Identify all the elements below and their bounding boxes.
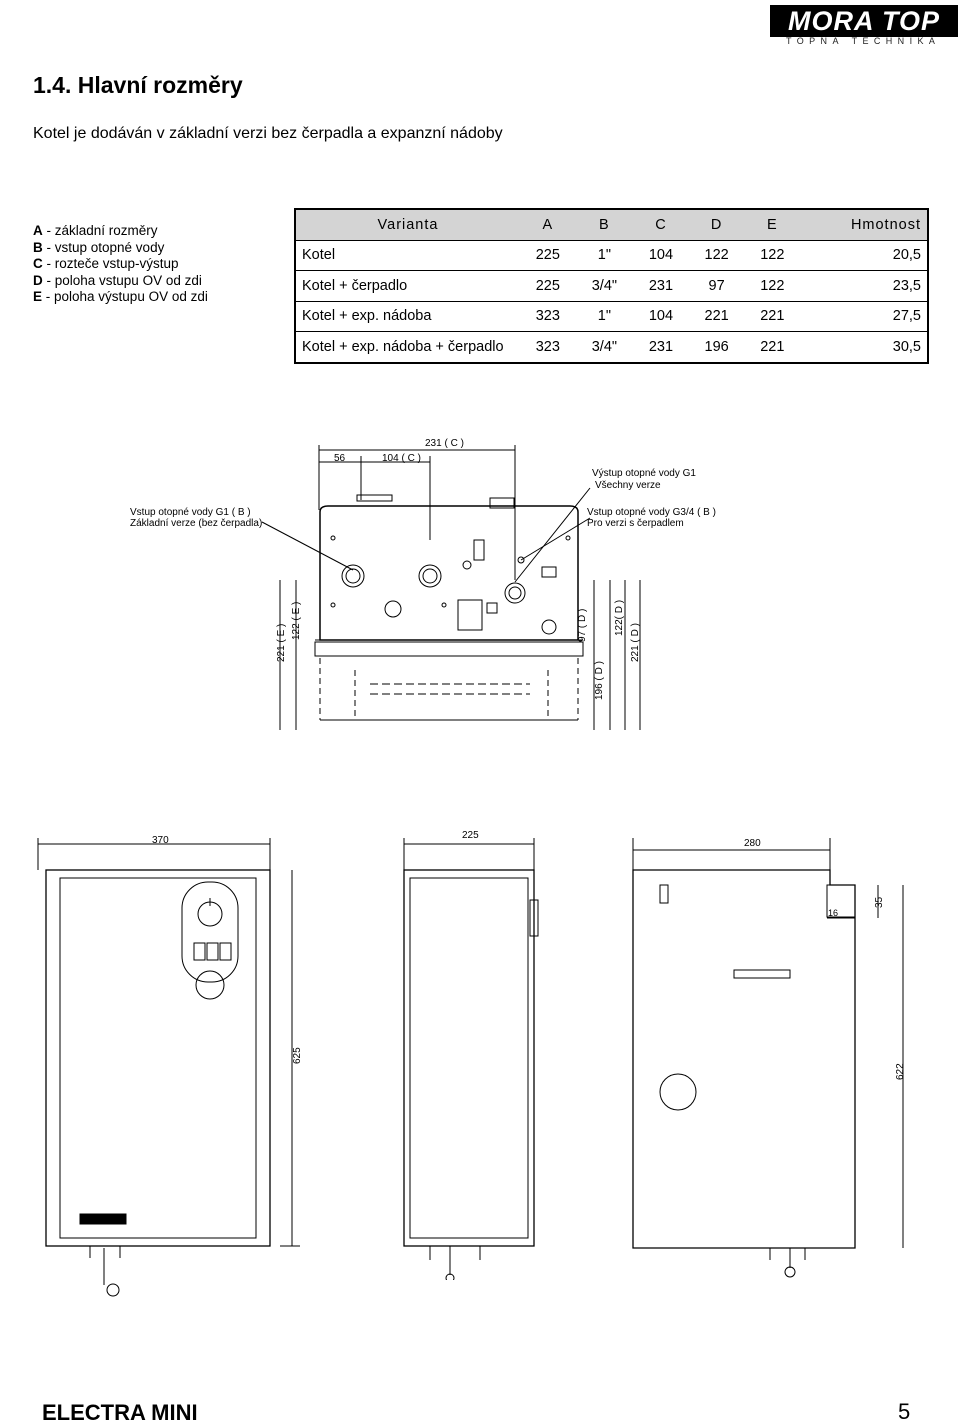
dimension-label: 280 (744, 838, 761, 849)
dimension-label: 225 (462, 830, 479, 841)
table-cell: Kotel + čerpadlo (295, 270, 520, 301)
drain-valve (384, 600, 402, 618)
dimension-label: 56 (334, 453, 346, 464)
dimension-label: 122 ( E ) (291, 602, 302, 640)
table-cell: 1" (575, 239, 634, 271)
variant-dimensions-table: Varianta A B C D E Hmotnost Kotel 225 1"… (294, 208, 929, 364)
legend-item: A - základní rozměry (33, 223, 158, 238)
column-header: D (688, 209, 745, 240)
table-cell: 231 (633, 270, 689, 301)
pump-fitting (504, 582, 526, 604)
dimension-label: 221 ( D ) (630, 623, 641, 662)
legend-item: E - poloha výstupu OV od zdi (33, 289, 208, 304)
table-cell: 97 (688, 270, 745, 301)
dimension-label: 231 ( C ) (425, 438, 464, 449)
table-cell: 27,5 (800, 300, 928, 332)
table-row: Kotel + exp. nádoba + čerpadlo 323 3/4" … (295, 331, 928, 363)
table-cell: 196 (688, 331, 745, 363)
mounting-hole (659, 1073, 697, 1111)
column-header: B (575, 209, 634, 240)
table-cell: 225 (520, 239, 576, 271)
table-row: Kotel 225 1" 104 122 122 20,5 (295, 239, 928, 271)
table-cell: 1" (575, 300, 634, 332)
legend-item: D - poloha vstupu OV od zdi (33, 272, 202, 288)
table-cell: 122 (744, 239, 801, 271)
table-cell: Kotel + exp. nádoba + čerpadlo (295, 331, 520, 363)
dimension-label: 625 (292, 1047, 303, 1064)
logo-subtitle: TOPNÁ TECHNIKA (786, 36, 941, 46)
callout-text: Vstup otopné vody G1 ( B ) (130, 507, 251, 518)
table-header-row: Varianta A B C D E Hmotnost (295, 209, 928, 240)
table-cell: 323 (520, 331, 576, 363)
back-view-drawing: 280 16 35 622 (632, 838, 906, 1278)
section-subtitle: Kotel je dodáván v základní verzi bez če… (33, 125, 503, 142)
callout-text: Pro verzi s čerpadlem (587, 518, 684, 529)
brand-badge (79, 1213, 127, 1225)
table-cell: 104 (633, 239, 689, 271)
callout-text: Základní verze (bez čerpadla) (130, 518, 262, 529)
column-header: Varianta (295, 209, 520, 240)
inlet-fitting (418, 564, 442, 588)
company-logo: MORA TOP (770, 5, 958, 51)
bottom-rail (314, 641, 584, 657)
outlet-fitting (341, 564, 365, 588)
dimension-label: 104 ( C ) (382, 453, 421, 464)
status-lamp (195, 970, 225, 1000)
dimension-legend: A - základní rozměry B - vstup otopné vo… (33, 223, 208, 306)
boiler-outline (319, 505, 579, 641)
dimension-label: 370 (152, 835, 169, 846)
table-cell: 323 (520, 300, 576, 332)
table-cell: Kotel (295, 239, 520, 271)
callout-text: Vstup otopné vody G3/4 ( B ) (587, 507, 716, 518)
table-cell: 221 (744, 331, 801, 363)
column-header: Hmotnost (800, 209, 928, 240)
table-cell: 122 (688, 239, 745, 271)
table-cell: 225 (520, 270, 576, 301)
table-cell: 30,5 (800, 331, 928, 363)
table-cell: 20,5 (800, 239, 928, 271)
product-name: ELECTRA MINI (42, 1400, 198, 1425)
dimension-label: 122( D ) (614, 600, 625, 636)
table-cell: Kotel + exp. nádoba (295, 300, 520, 332)
boiler-side-panel (403, 869, 535, 1247)
front-view-drawing: 370 625 (37, 835, 303, 1297)
dimension-label: 196 ( D ) (594, 661, 605, 700)
table-cell: 104 (633, 300, 689, 332)
column-header: E (744, 209, 801, 240)
bottom-view-drawing: 231 ( C ) 56 104 ( C ) Výstup otopné vod… (130, 438, 716, 730)
callout-text: Výstup otopné vody G1 (592, 468, 696, 479)
dimension-label: 16 (828, 908, 838, 918)
table-cell: 231 (633, 331, 689, 363)
logo-text: MORA TOP (788, 6, 940, 36)
table-row: Kotel + exp. nádoba 323 1" 104 221 221 2… (295, 300, 928, 332)
table-cell: 3/4" (575, 270, 634, 301)
table-row: Kotel + čerpadlo 225 3/4" 231 97 122 23,… (295, 270, 928, 301)
boiler-front-panel (45, 869, 271, 1247)
legend-item: B - vstup otopné vody (33, 239, 165, 255)
side-view-drawing: 225 (403, 830, 539, 1280)
leader-line (520, 517, 591, 561)
leader-line (261, 521, 354, 571)
leader-line (514, 487, 591, 583)
table-cell: 122 (744, 270, 801, 301)
section-title: 1.4. Hlavní rozměry (33, 72, 243, 98)
table-cell: 3/4" (575, 331, 634, 363)
column-header: A (520, 209, 576, 240)
callout-text: Všechny verze (595, 480, 661, 491)
dimension-label: 221 ( E ) (276, 624, 287, 662)
legend-item: C - rozteče vstup-výstup (33, 256, 179, 271)
dimension-label: 622 (895, 1063, 906, 1080)
table-cell: 221 (688, 300, 745, 332)
table-cell: 221 (744, 300, 801, 332)
page-number: 5 (898, 1399, 911, 1424)
column-header: C (633, 209, 689, 240)
dimension-label: 97 ( D ) (577, 609, 588, 642)
boiler-back-panel (632, 869, 856, 1249)
table-cell: 23,5 (800, 270, 928, 301)
dimension-label: 35 (874, 896, 885, 908)
